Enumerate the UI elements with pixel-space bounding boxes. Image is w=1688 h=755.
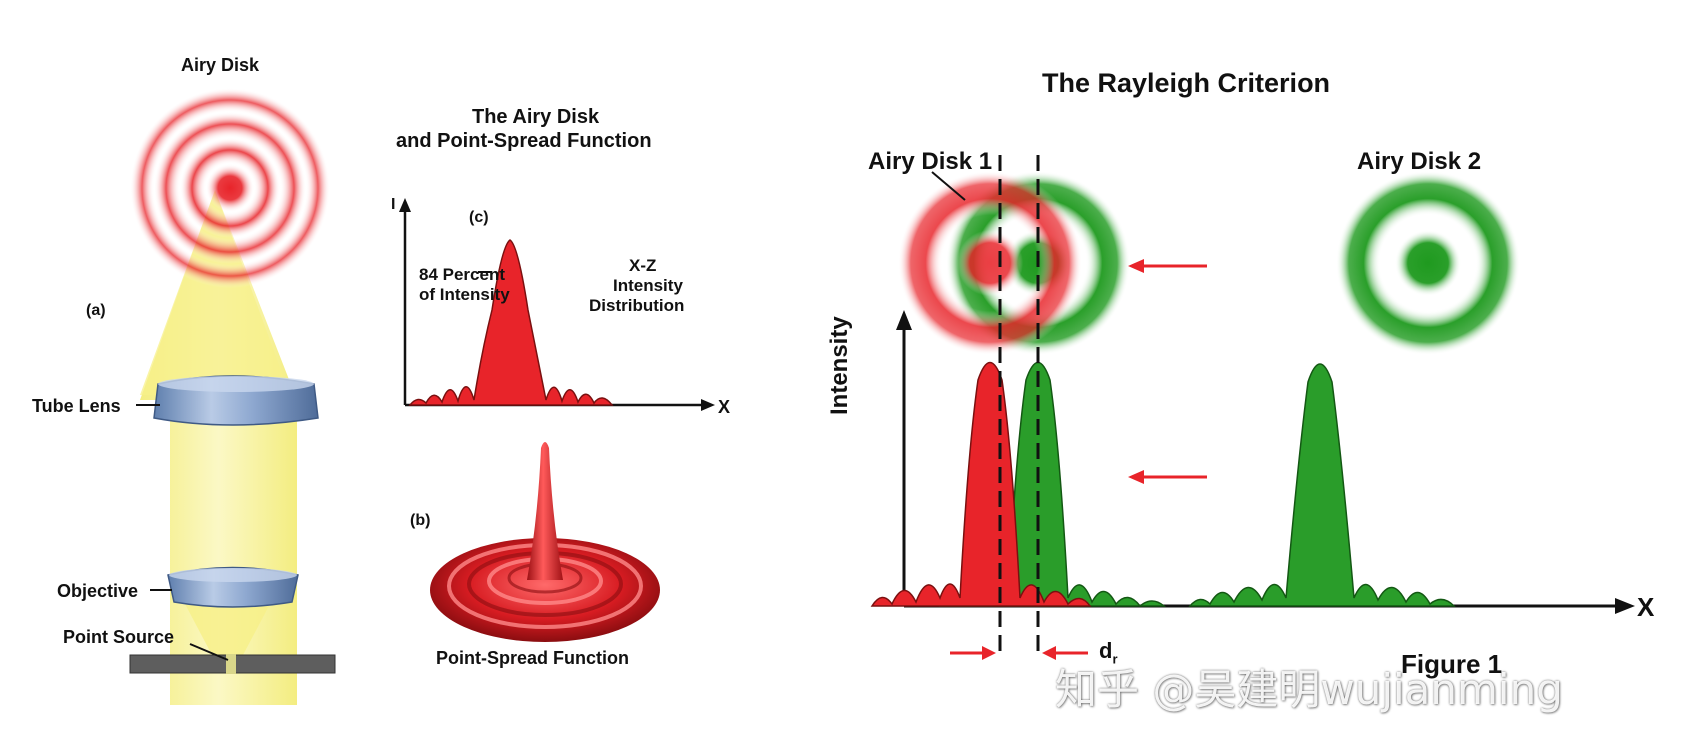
distance-subscript: r [1112, 651, 1118, 667]
intensity-curve-disk2 [1188, 363, 1456, 607]
rayleigh-intensity-axis-label: Intensity [826, 316, 853, 415]
xz-line3: Distribution [589, 296, 685, 315]
intensity-profile-curve [408, 239, 614, 406]
point-source-label: Point Source [63, 627, 175, 647]
intensity-profile-chart [399, 198, 715, 411]
tube-lens [153, 375, 319, 426]
percent-line1: 84 Percent [419, 265, 505, 284]
xz-line1: X-Z [629, 256, 657, 275]
watermark-text: 知乎 @吴建明wujianming [1055, 665, 1563, 714]
rayleigh-x-axis-label: X [1637, 592, 1655, 622]
figure-label: Figure 1 [1401, 649, 1503, 679]
airy-disk-2-label: Airy Disk 2 [1357, 148, 1482, 175]
microscope-diagram [129, 88, 336, 705]
objective-lens [167, 566, 299, 608]
distance-label: dr [1099, 638, 1118, 666]
shift-arrow-upper [1128, 259, 1207, 273]
distance-arrow-right [1042, 646, 1088, 660]
panel-c-label: (c) [469, 209, 489, 226]
rayleigh-title: The Rayleigh Criterion [1042, 68, 1331, 98]
distance-arrow-left [950, 646, 996, 660]
psf-3d-surface [430, 442, 660, 642]
intensity-axis-label: I [391, 196, 396, 213]
airy-disk-1-pattern [898, 171, 1082, 355]
xz-line2: Intensity [613, 276, 683, 295]
airy-disk-1-label: Airy Disk 1 [868, 148, 993, 175]
distance-symbol: d [1099, 638, 1113, 663]
psf-title-line1: The Airy Disk [472, 106, 600, 128]
shift-arrow-lower [1128, 470, 1207, 484]
airy-disk-2-pattern [1336, 171, 1520, 355]
airy-disk-label: Airy Disk [181, 55, 260, 75]
panel-a-label: (a) [86, 302, 106, 319]
psf-x-axis-label: X [718, 397, 731, 417]
psf-label: Point-Spread Function [436, 648, 629, 668]
airy-disk-pattern [130, 88, 330, 288]
objective-label: Objective [57, 581, 139, 601]
rayleigh-diagram [870, 155, 1635, 660]
psf-title-line2: and Point-Spread Function [396, 130, 652, 152]
intensity-curve-disk1 [870, 361, 1092, 607]
panel-b-label: (b) [410, 512, 431, 529]
percent-line2: of Intensity [419, 285, 510, 304]
tube-lens-label: Tube Lens [32, 396, 121, 416]
